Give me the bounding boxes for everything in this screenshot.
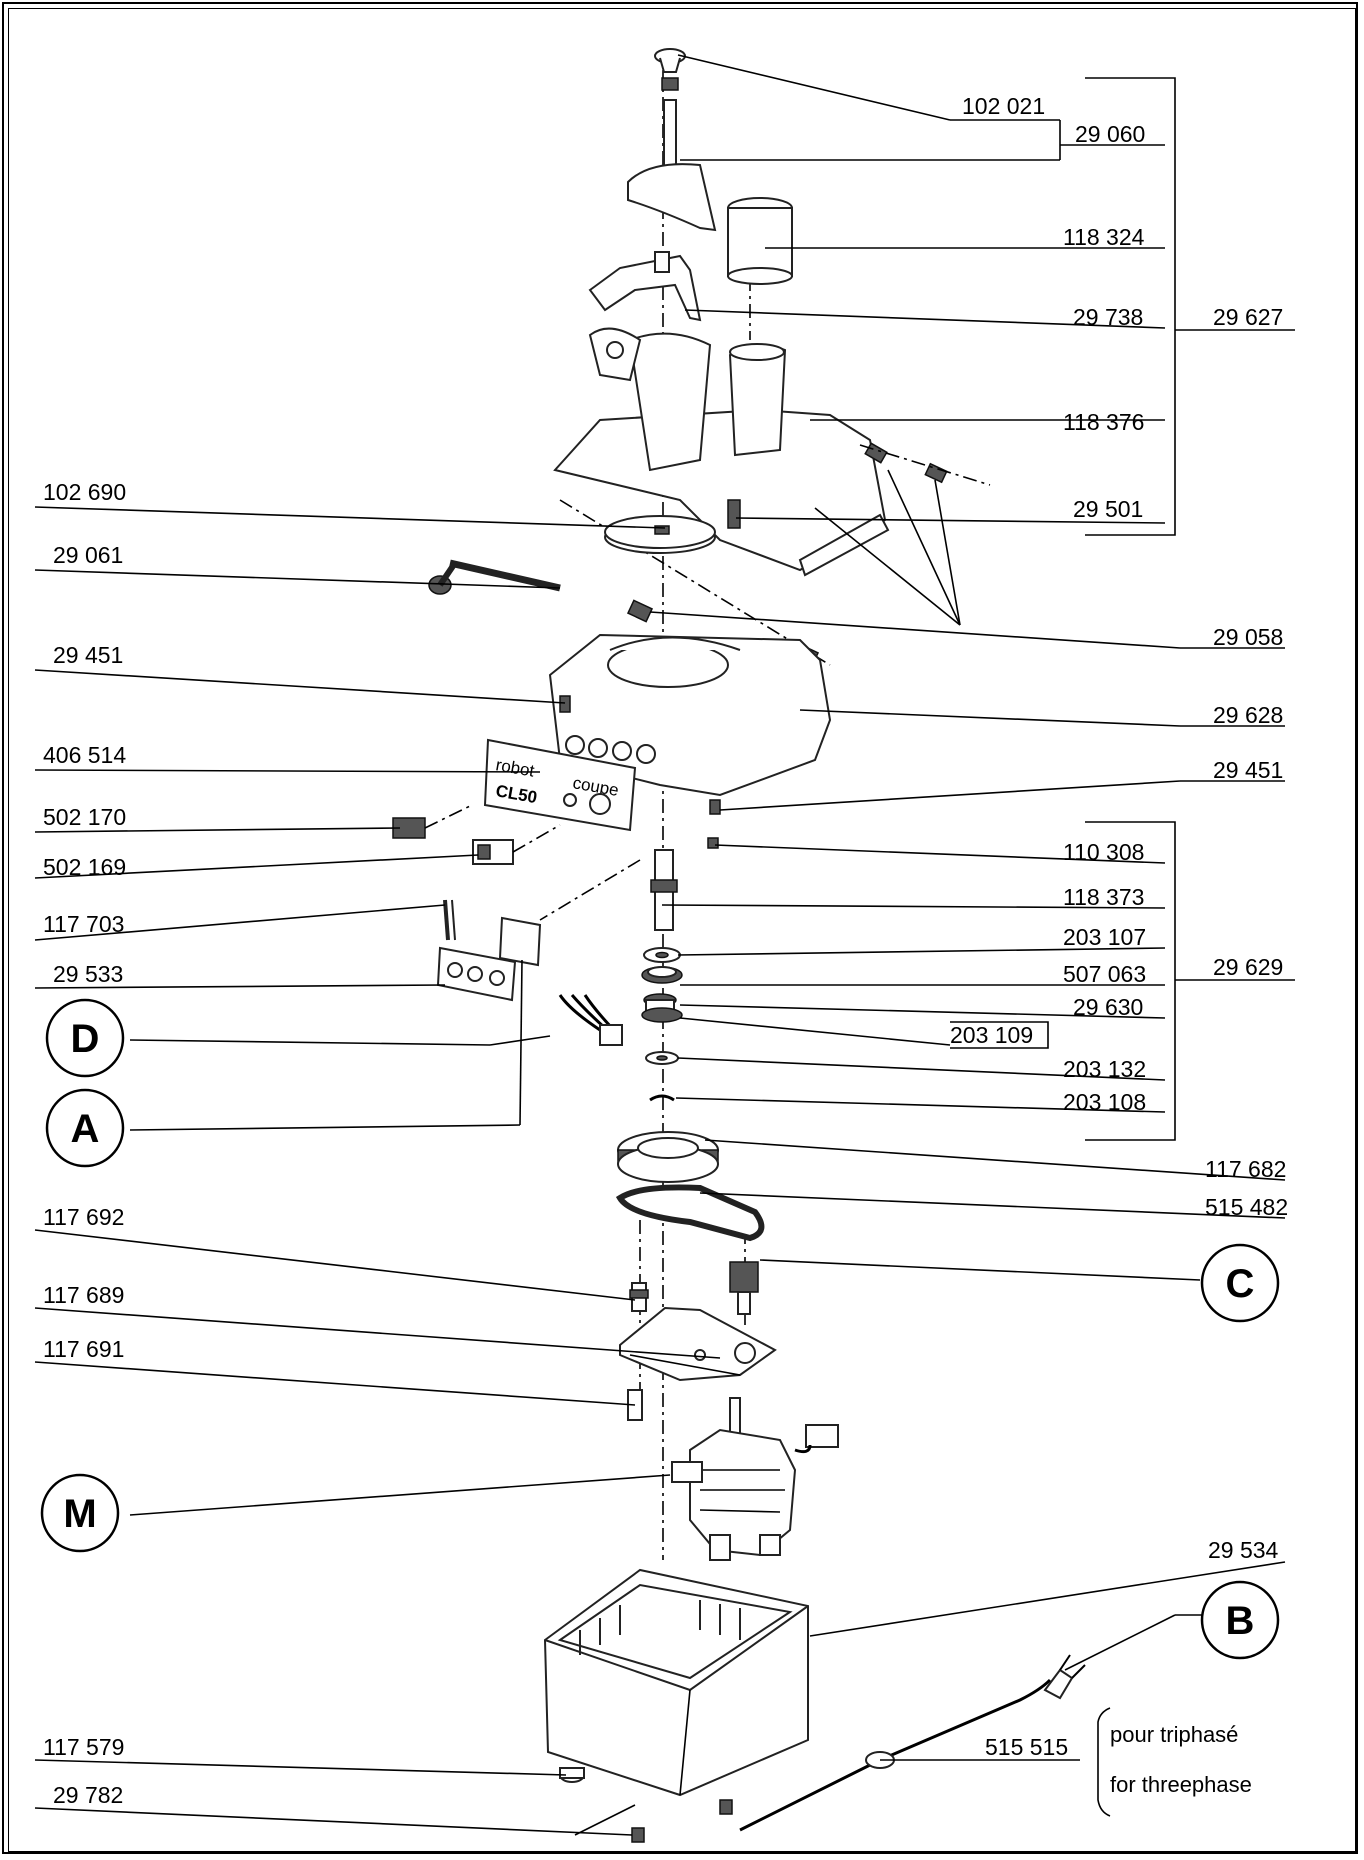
bearing-507063-part [641,966,683,984]
switch-502170-part [392,805,471,839]
label-515482: 515 482 [1205,1194,1288,1220]
label-29451-left: 29 451 [53,642,123,668]
callout-B: B [1200,1580,1280,1660]
group-brackets [950,77,1295,1817]
lid-screws-part [859,442,991,486]
foot-117579-part [559,1767,585,1783]
label-29451-right: 29 451 [1213,757,1283,783]
label-515515: 515 515 [985,1734,1068,1760]
washer-203132-part [645,1051,679,1065]
fuse-holder-part [443,899,456,941]
callout-M: M [40,1473,120,1553]
label-29629: 29 629 [1213,954,1283,980]
label-plate-part: robot coupe CL50 [483,738,637,832]
wiring-harness-part [558,994,623,1046]
label-118376: 118 376 [1063,409,1144,435]
washer-203107-part [643,947,681,963]
label-29630: 29 630 [1073,994,1143,1020]
note-french: pour triphasé [1110,1722,1238,1747]
knob-cap-part [654,48,686,91]
label-203132: 203 132 [1063,1056,1146,1082]
label-203109: 203 109 [950,1022,1033,1048]
label-203107: 203 107 [1063,924,1146,950]
label-110308: 110 308 [1063,839,1144,865]
callout-A: A [45,1088,125,1168]
label-117692: 117 692 [43,1204,124,1230]
drive-shaft-part [650,799,721,931]
label-102021: 102 021 [962,93,1045,119]
rod-part [428,559,561,595]
label-29058: 29 058 [1213,624,1283,650]
motor-plate-part [619,1306,777,1382]
label-502170: 502 170 [43,804,126,830]
pulley-117682-part [617,1131,719,1183]
note-english: for threephase [1110,1772,1252,1797]
control-panel-part [436,946,517,1002]
switch-axis [539,859,641,921]
bushing-117692-part [629,1282,649,1312]
label-117579: 117 579 [43,1734,124,1760]
svg-text:M: M [63,1492,96,1536]
svg-text:A: A [71,1107,100,1151]
svg-text:D: D [71,1017,100,1061]
label-117689: 117 689 [43,1282,124,1308]
belt-part [615,1184,765,1242]
base-part [543,1568,809,1797]
label-29627: 29 627 [1213,304,1283,330]
circuit-board-part [498,916,542,967]
label-117691: 117 691 [43,1336,124,1362]
lid-latch-part [588,251,702,322]
label-118324: 118 324 [1063,224,1145,250]
bearing-29630-part [641,993,683,1023]
label-203108: 203 108 [1063,1089,1146,1115]
inner-frame [8,8,1356,1852]
circlip-203108-part [649,1094,675,1102]
svg-text:C: C [1226,1262,1255,1306]
label-507063: 507 063 [1063,961,1146,987]
leader-lines [34,54,1286,1836]
label-117682: 117 682 [1205,1156,1286,1182]
label-29060: 29 060 [1075,121,1145,147]
pusher-part [727,197,793,285]
callout-D: D [45,998,125,1078]
switch-502169-part [472,824,561,865]
label-29628: 29 628 [1213,702,1283,728]
label-502169: 502 169 [43,854,126,880]
label-29501: 29 501 [1073,496,1143,522]
label-29533: 29 533 [53,961,123,987]
label-118373: 118 373 [1063,884,1144,910]
lid-part [553,327,890,577]
label-29738: 29 738 [1073,304,1143,330]
part-labels: 102 021 29 060 118 324 29 738 29 627 118… [43,93,1288,1808]
cross-screw-axis [559,499,831,666]
housing-part [548,633,832,797]
wiper-shaft-part [627,99,717,232]
disc-part [604,515,716,554]
foot-screw-29782-part [631,1799,733,1843]
callout-C: C [1200,1243,1280,1323]
motor-pulley-part [729,1261,759,1315]
label-29061: 29 061 [53,542,123,568]
label-117703: 117 703 [43,911,124,937]
label-406514: 406 514 [43,742,126,768]
svg-text:B: B [1226,1599,1255,1643]
label-102690: 102 690 [43,479,126,505]
motor-part [671,1397,839,1561]
label-29782: 29 782 [53,1782,123,1808]
safety-latch-part [727,499,741,529]
label-29534: 29 534 [1208,1537,1279,1563]
